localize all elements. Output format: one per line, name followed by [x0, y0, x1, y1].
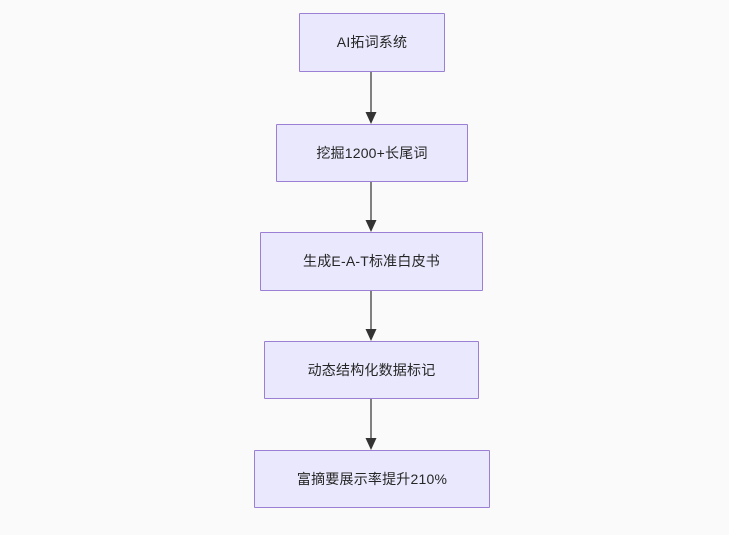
flowchart-node-label: 富摘要展示率提升210%	[296, 470, 448, 487]
edge-node4-to-node5	[365, 399, 377, 450]
flowchart-node-1[interactable]: AI拓词系统	[299, 13, 445, 72]
arrowhead-icon	[365, 329, 377, 341]
edge-node1-to-node2	[365, 72, 377, 124]
edge-node2-to-node3	[365, 182, 377, 232]
flowchart-node-3[interactable]: 生成E-A-T标准白皮书	[260, 232, 483, 291]
arrowhead-icon	[365, 112, 377, 124]
flowchart-node-label: AI拓词系统	[336, 34, 408, 51]
arrowhead-icon	[365, 438, 377, 450]
flowchart-node-label: 生成E-A-T标准白皮书	[303, 253, 440, 270]
arrowhead-icon	[365, 220, 377, 232]
flowchart-node-4[interactable]: 动态结构化数据标记	[264, 341, 479, 399]
flowchart-node-label: 挖掘1200+长尾词	[316, 144, 428, 161]
flowchart-node-2[interactable]: 挖掘1200+长尾词	[276, 124, 468, 182]
flowchart-node-5[interactable]: 富摘要展示率提升210%	[254, 450, 490, 508]
flowchart-node-label: 动态结构化数据标记	[307, 361, 436, 378]
edge-node3-to-node4	[365, 291, 377, 341]
